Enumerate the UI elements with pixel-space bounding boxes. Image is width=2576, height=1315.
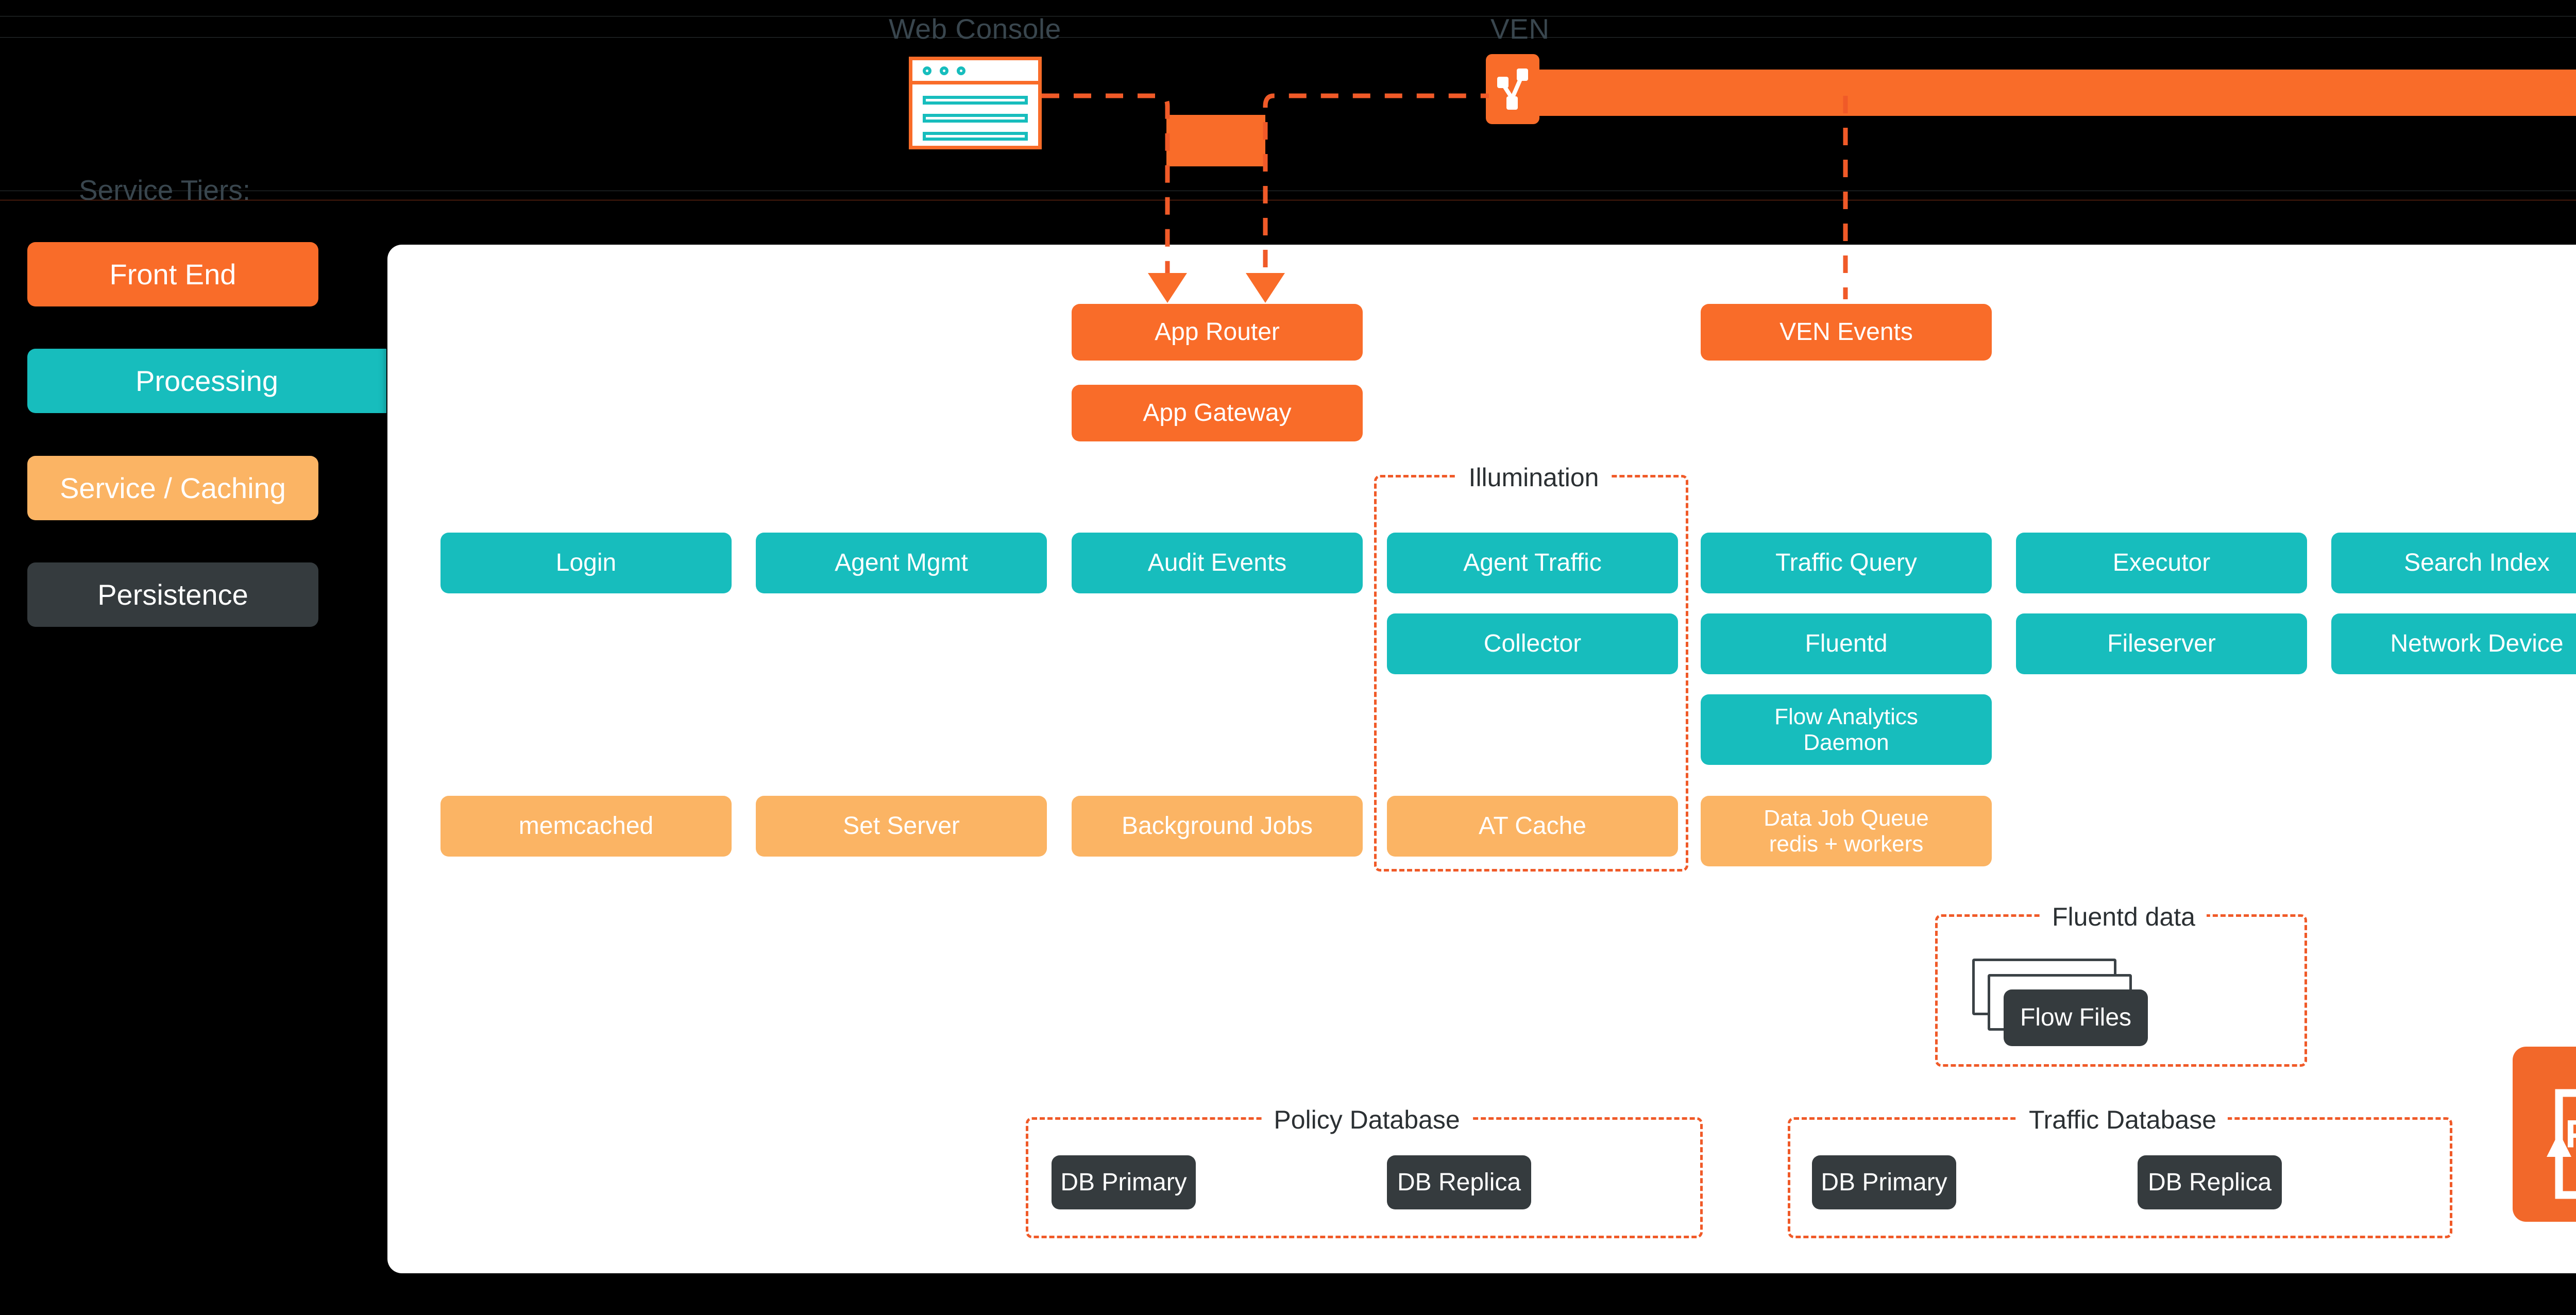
node-background-jobs[interactable]: Background Jobs: [1072, 796, 1363, 857]
node-network-device[interactable]: Network Device: [2331, 613, 2576, 674]
node-label: DB Replica: [2147, 1168, 2272, 1196]
node-set-server[interactable]: Set Server: [756, 796, 1047, 857]
browser-dot-icon: [957, 66, 965, 75]
node-label: Fluentd: [1805, 630, 1888, 658]
node-label: memcached: [518, 812, 654, 840]
node-label: Executor: [2112, 549, 2211, 577]
node-label: Collector: [1483, 630, 1582, 658]
node-label: DB Primary: [1060, 1168, 1187, 1196]
node-label: Network Device: [2390, 630, 2564, 658]
node-label: DB Primary: [1821, 1168, 1947, 1196]
ven-node-icon: [1486, 54, 1539, 124]
node-label: App Router: [1155, 318, 1280, 346]
group-policy-database: Policy Database: [1026, 1105, 1703, 1238]
browser-content-rows: [912, 84, 1038, 141]
group-traffic-database: Traffic Database: [1788, 1105, 2452, 1238]
node-memcached[interactable]: memcached: [440, 796, 732, 857]
label-ven: VEN: [1490, 13, 1550, 45]
group-illumination: Illumination: [1374, 463, 1688, 872]
legend-chip-caching[interactable]: Service / Caching: [27, 456, 318, 520]
label-web-console: Web Console: [889, 13, 1061, 45]
flow-files-card[interactable]: Flow Files: [2004, 989, 2148, 1046]
browser-titlebar: [912, 60, 1038, 84]
service-tiers-label: Service Tiers:: [79, 174, 251, 206]
ven-header-band: [1486, 70, 2576, 116]
node-agent-traffic[interactable]: Agent Traffic: [1387, 533, 1678, 593]
node-label: Audit Events: [1147, 549, 1287, 577]
legend-chip-label: Service / Caching: [60, 472, 286, 504]
node-label: Set Server: [843, 812, 960, 840]
node-label: Agent Mgmt: [835, 549, 968, 577]
legend-chip-label: Persistence: [97, 578, 248, 611]
node-app-gateway[interactable]: App Gateway: [1072, 385, 1363, 441]
node-flow-analytics-daemon[interactable]: Flow Analytics Daemon: [1701, 694, 1992, 765]
node-traffic-db-replica[interactable]: DB Replica: [2138, 1155, 2282, 1209]
legend-chip-label: Front End: [109, 258, 236, 291]
node-policy-db-primary[interactable]: DB Primary: [1052, 1155, 1196, 1209]
group-title-policy-database: Policy Database: [1262, 1105, 1471, 1135]
node-ven-events[interactable]: VEN Events: [1701, 304, 1992, 361]
pce-panel: [387, 245, 2576, 1273]
node-label: Traffic Query: [1775, 549, 1917, 577]
node-label: Login: [555, 549, 617, 577]
browser-dot-icon: [923, 66, 931, 75]
node-agent-mgmt[interactable]: Agent Mgmt: [756, 533, 1047, 593]
node-label: Search Index: [2404, 549, 2550, 577]
node-label: Background Jobs: [1122, 812, 1313, 840]
node-traffic-query[interactable]: Traffic Query: [1701, 533, 1992, 593]
group-title-traffic-database: Traffic Database: [2017, 1105, 2228, 1135]
legend-chip-frontend[interactable]: Front End: [27, 242, 318, 306]
node-label: Flow Analytics Daemon: [1774, 704, 1918, 755]
node-policy-db-replica[interactable]: DB Replica: [1387, 1155, 1531, 1209]
node-audit-events[interactable]: Audit Events: [1072, 533, 1363, 593]
guide-rule: [0, 37, 2576, 38]
browser-row: [923, 114, 1028, 123]
node-label: AT Cache: [1479, 812, 1586, 840]
legend-chip-label: Processing: [135, 365, 279, 397]
browser-row: [923, 132, 1028, 141]
browser-row: [923, 96, 1028, 105]
browser-dot-icon: [940, 66, 948, 75]
web-console-icon: [909, 57, 1042, 149]
node-label: App Gateway: [1143, 399, 1292, 427]
legend-chip-processing[interactable]: Processing: [27, 349, 386, 413]
node-fluentd[interactable]: Fluentd: [1701, 613, 1992, 674]
node-fileserver[interactable]: Fileserver: [2016, 613, 2307, 674]
node-traffic-db-primary[interactable]: DB Primary: [1812, 1155, 1956, 1209]
node-label: VEN Events: [1780, 318, 1913, 346]
flow-files-label: Flow Files: [2020, 1004, 2132, 1032]
node-label: Agent Traffic: [1463, 549, 1602, 577]
node-label: Data Job Queue redis + workers: [1764, 806, 1929, 857]
group-title-fluentd-data: Fluentd data: [2041, 902, 2207, 932]
node-collector[interactable]: Collector: [1387, 613, 1678, 674]
console-header-stub: [1166, 115, 1265, 166]
node-label: DB Replica: [1397, 1168, 1521, 1196]
group-fluentd-data: Fluentd data: [1935, 902, 2307, 1067]
node-app-router[interactable]: App Router: [1072, 304, 1363, 361]
node-data-job-queue[interactable]: Data Job Queue redis + workers: [1701, 796, 1992, 866]
group-title-illumination: Illumination: [1457, 463, 1611, 492]
node-label: Fileserver: [2107, 630, 2216, 658]
node-login[interactable]: Login: [440, 533, 732, 593]
pce-label: PCE: [2513, 1112, 2576, 1157]
node-executor[interactable]: Executor: [2016, 533, 2307, 593]
node-search-index[interactable]: Search Index: [2331, 533, 2576, 593]
legend-chip-persistence[interactable]: Persistence: [27, 562, 318, 627]
pce-logo: PCE: [2513, 1047, 2576, 1222]
node-at-cache[interactable]: AT Cache: [1387, 796, 1678, 857]
